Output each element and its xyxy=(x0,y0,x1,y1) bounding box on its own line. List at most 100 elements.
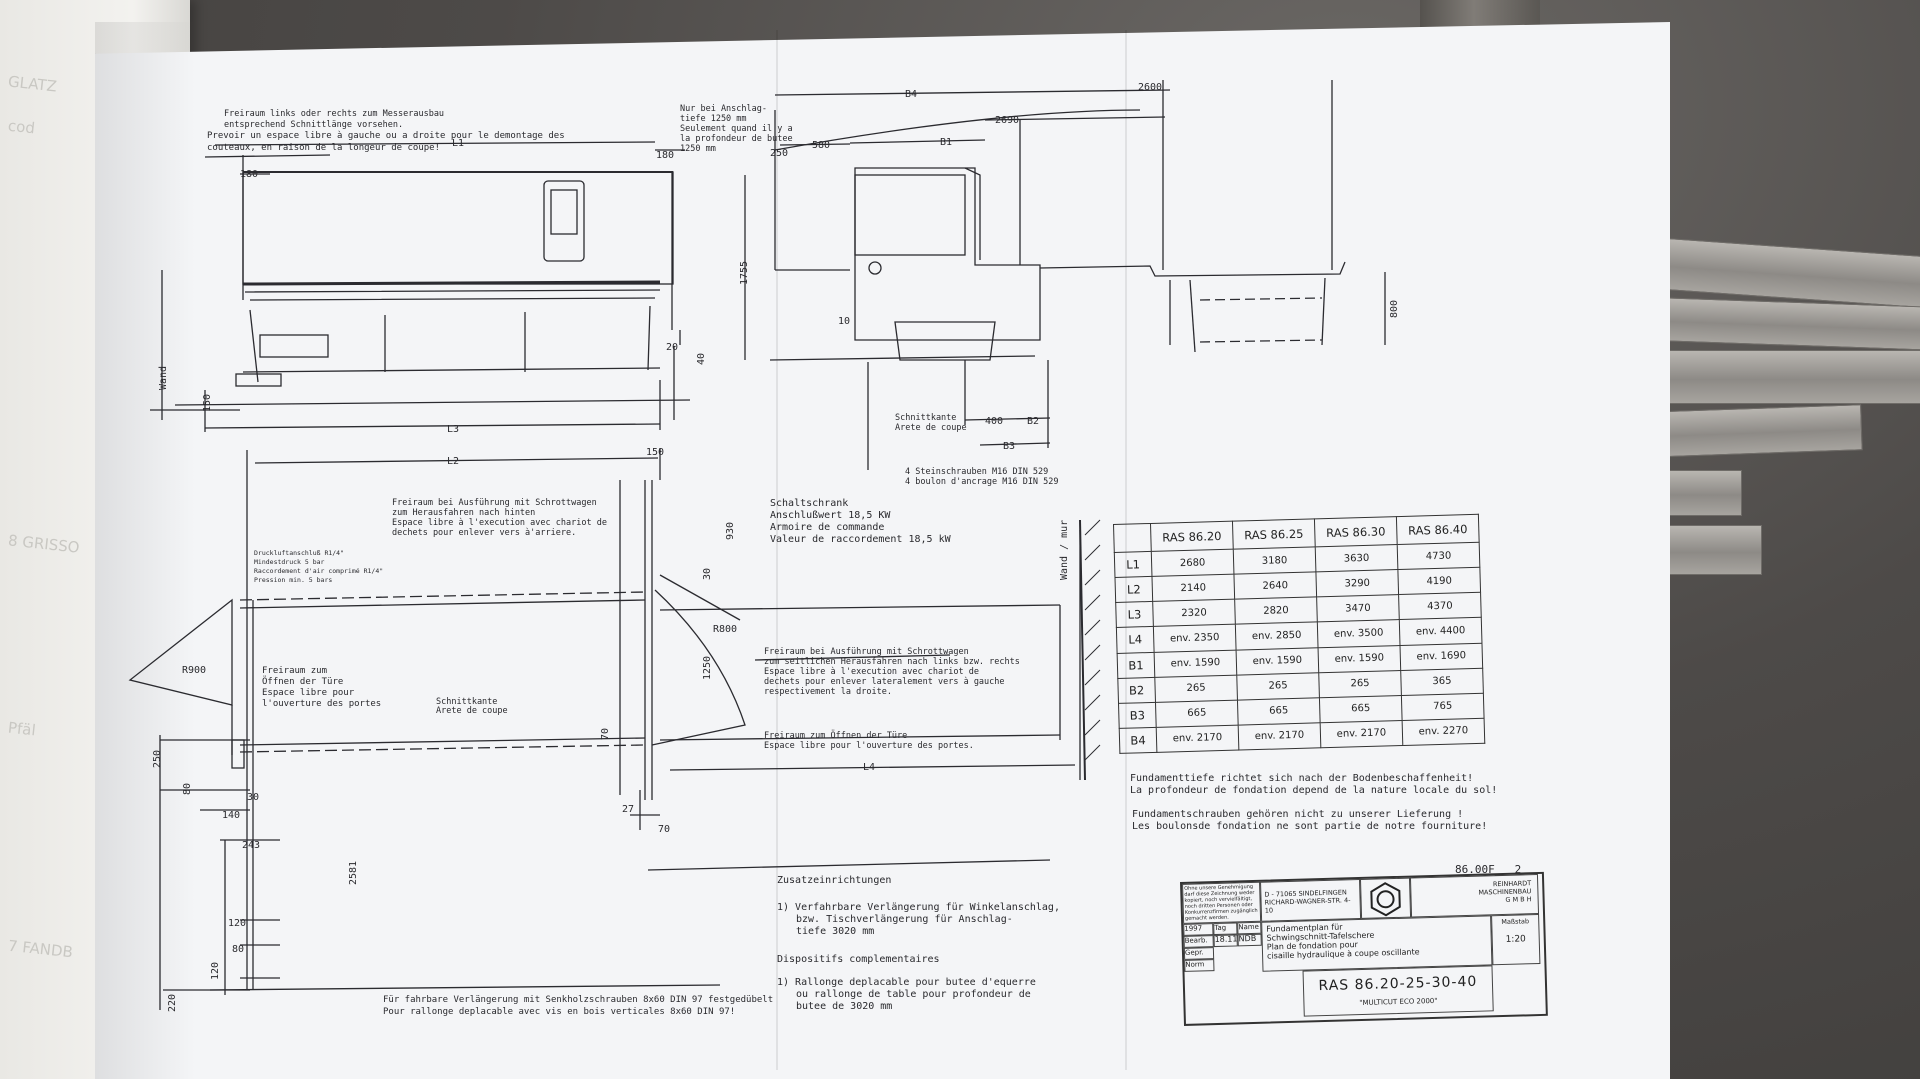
table-cell: 265 xyxy=(1318,670,1402,698)
dim-label: 40 xyxy=(696,353,707,365)
note-text: Seulement quand il y a xyxy=(680,124,793,134)
address-cell: D - 71065 SINDELFINGEN RICHARD-WAGNER-ST… xyxy=(1260,878,1362,922)
section-title: Zusatzeinrichtungen xyxy=(777,875,891,886)
dim-label: R800 xyxy=(713,624,737,635)
note-text: Valeur de raccordement 18,5 kW xyxy=(770,534,952,545)
dim-label: R900 xyxy=(182,665,206,676)
row-label: L1 xyxy=(1114,551,1152,578)
dim-label: L4 xyxy=(863,762,875,773)
row-label: L2 xyxy=(1114,576,1153,603)
table-cell: env. 2170 xyxy=(1320,720,1403,748)
dim-label: 180 xyxy=(240,169,258,180)
note-text: bzw. Tischverlängerung für Anschlag- xyxy=(796,914,1013,925)
dim-label: 70 xyxy=(658,824,670,835)
dim-label: 20 xyxy=(666,342,678,353)
table-cell: 665 xyxy=(1319,695,1403,723)
row-label: B3 xyxy=(1118,702,1157,729)
table-cell: 665 xyxy=(1155,699,1239,728)
note-text: entsprechend Schnittlänge vorsehen. xyxy=(224,120,403,130)
note-text: Freiraum zum xyxy=(262,666,327,676)
table-cell: env. 1590 xyxy=(1236,647,1319,675)
table-cell: env. 2350 xyxy=(1153,624,1237,652)
dim-label: 1250 xyxy=(702,656,713,680)
gepr-cell: Gepr. xyxy=(1183,947,1215,960)
table-cell: env. 2850 xyxy=(1235,622,1319,650)
table-cell: env. 1690 xyxy=(1399,642,1483,671)
dim-label: 250 xyxy=(770,148,788,159)
note-text: Arete de coupe xyxy=(436,706,508,716)
scale-value: 1:20 xyxy=(1505,934,1526,945)
dim-label: 800 xyxy=(1389,300,1400,318)
legal-notice: Ohne unsere Genehmigung darf diese Zeich… xyxy=(1182,881,1262,924)
note-text: 1) Rallonge deplacable pour butee d'eque… xyxy=(777,977,1036,988)
note-text: Espace libre à l'execution avec chariot … xyxy=(764,667,979,677)
note-text: Druckluftanschluß R1/4" xyxy=(254,549,344,557)
dim-label: 27 xyxy=(622,804,634,815)
note-text: Espace libre à l'execution avec chariot … xyxy=(392,518,607,528)
dim-label: 2581 xyxy=(348,861,359,885)
company-cell: REINHARDT MASCHINENBAU G M B H xyxy=(1409,874,1540,918)
note-text: Öffnen der Türe xyxy=(262,676,343,687)
note-text: 4 Steinschrauben M16 DIN 529 xyxy=(905,467,1048,477)
table-header: RAS 86.20 xyxy=(1150,521,1234,552)
note-text: dechets pour enlever vers à'arriere. xyxy=(392,528,576,538)
note-text: Les boulonsde fondation ne sont partie d… xyxy=(1132,821,1487,832)
table-cell: 2640 xyxy=(1233,571,1317,600)
side-view xyxy=(744,80,1386,470)
dim-label: B2 xyxy=(1027,416,1039,427)
note-text: Freiraum links oder rechts zum Messeraus… xyxy=(224,109,444,119)
dim-label: 120 xyxy=(210,962,221,980)
note-text: Schnittkante xyxy=(436,697,497,707)
table-cell: 365 xyxy=(1400,667,1484,696)
note-text: Mindestdruck 5 bar xyxy=(254,558,325,566)
dim-label: 120 xyxy=(228,918,246,929)
row-label: B4 xyxy=(1119,727,1157,754)
wall-hatching xyxy=(1084,519,1101,761)
dim-label: 140 xyxy=(222,810,240,821)
dim-label: B3 xyxy=(1003,441,1015,452)
legal-text: Ohne unsere Genehmigung darf diese Zeich… xyxy=(1184,883,1258,922)
initials-cell: NDB xyxy=(1237,933,1262,947)
dim-label: 250 xyxy=(152,750,163,768)
table-cell: env. 1590 xyxy=(1154,649,1237,678)
reinhardt-logo-icon xyxy=(1370,882,1401,917)
note-text: zum Herausfahren nach hinten xyxy=(392,508,535,518)
year-cell: 1997 xyxy=(1183,923,1214,936)
note-text: Nur bei Anschlag- xyxy=(680,104,767,114)
row-label: B1 xyxy=(1117,651,1155,679)
table-cell: 4370 xyxy=(1398,592,1482,620)
note-text: tiefe 3020 mm xyxy=(796,926,874,937)
table-header: RAS 86.30 xyxy=(1314,516,1398,547)
dim-label: B4 xyxy=(905,89,917,100)
table-cell: env. 2270 xyxy=(1402,718,1485,746)
plan-view xyxy=(128,448,1086,1010)
note-text: la profondeur de butee xyxy=(680,134,793,144)
bearb-cell: Bearb. xyxy=(1183,935,1214,948)
table-cell: 2140 xyxy=(1151,574,1235,602)
note-text: Schaltschrank xyxy=(770,498,848,509)
dim-label: L3 xyxy=(447,424,459,435)
note-text: Schnittkante xyxy=(895,413,956,423)
scale-cell: Maßstab 1:20 xyxy=(1491,913,1541,966)
note-text: Espace libre pour l'ouverture des portes… xyxy=(764,741,974,751)
table-cell: 3290 xyxy=(1315,569,1399,598)
dim-label: 580 xyxy=(812,140,830,151)
note-text: Freiraum bei Ausführung mit Schrottwagen xyxy=(764,647,969,657)
section-title: Dispositifs complementaires xyxy=(777,954,940,965)
doc-code: 86.00F___2 xyxy=(1455,863,1521,876)
table-cell: 3470 xyxy=(1316,594,1400,623)
note-text: l'ouverture des portes xyxy=(262,699,381,709)
table-cell: 765 xyxy=(1401,692,1485,721)
dim-label: L2 xyxy=(447,456,459,467)
table-cell: 2680 xyxy=(1151,549,1234,577)
model-subtitle: "MULTICUT ECO 2000" xyxy=(1359,996,1438,1008)
front-view xyxy=(174,171,691,420)
note-text: Arete de coupe xyxy=(895,423,967,433)
note-text: 1) Verfahrbare Verlängerung für Winkelan… xyxy=(777,902,1060,913)
tag-cell: Tag xyxy=(1213,922,1238,936)
table-header: RAS 86.25 xyxy=(1232,518,1316,550)
row-label: L4 xyxy=(1116,626,1155,653)
dim-label: 220 xyxy=(167,994,178,1012)
scale-label: Maßstab xyxy=(1501,917,1530,927)
